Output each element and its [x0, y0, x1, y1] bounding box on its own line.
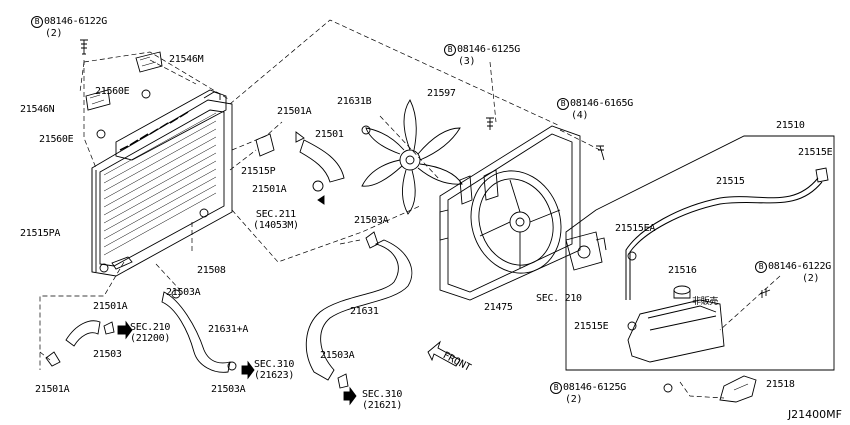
part-21503: 21503 [93, 349, 122, 360]
part-21515EA: 21515EA [615, 223, 656, 234]
leader-lines [39, 19, 781, 399]
part-21631A: 21631+A [208, 324, 249, 335]
bolt-qty-4: (2) [802, 273, 820, 284]
part-21501A-left: 21501A [93, 301, 128, 312]
sec-211-line2: (14053M) [253, 220, 299, 231]
upper-mount-brackets [80, 39, 163, 139]
bolt-symbol: B [755, 261, 767, 273]
sec-210a-line2: (21200) [130, 333, 171, 344]
sec-310b-line2: (21621) [362, 400, 403, 411]
fan-shroud [439, 125, 607, 301]
shroud-bolts [486, 117, 605, 161]
diagram-id: J21400MF [787, 408, 842, 421]
part-21560E-top: 21560E [95, 86, 130, 97]
bolt-symbol: B [557, 98, 569, 110]
part-21518: 21518 [766, 379, 795, 390]
part-21516: 21516 [668, 265, 697, 276]
part-21510: 21510 [776, 120, 805, 131]
bolt-code: 08146-6125G [457, 44, 520, 55]
bolt-code: 08146-6165G [570, 98, 633, 109]
sec-210-ref-a: SEC.210 (21200) [130, 322, 170, 344]
bolt-qty-2: (3) [458, 56, 476, 67]
bolt-symbol: B [550, 382, 562, 394]
bolt-qty-3: (4) [571, 110, 589, 121]
sec-211-line1: SEC.211 [255, 209, 296, 220]
sec-310-ref-b: SEC.310 (21621) [362, 389, 402, 411]
sec-310b-line1: SEC.310 [362, 389, 403, 400]
bolt-qty-5: (2) [565, 394, 583, 405]
sec-211-ref: SEC.211 (14053M) [253, 209, 299, 231]
part-21515E-top: 21515E [798, 147, 833, 158]
part-21503A-low: 21503A [320, 350, 355, 361]
part-21503A-mid: 21503A [166, 287, 201, 298]
radiator [91, 89, 233, 277]
sec-210a-line1: SEC.210 [130, 322, 171, 333]
part-21503A-top: 21503A [354, 215, 389, 226]
part-21515: 21515 [716, 176, 745, 187]
sec-310a-line2: (21623) [254, 370, 295, 381]
part-21501A-top: 21501A [277, 106, 312, 117]
part-21546M: 21546M [169, 54, 204, 65]
section-arrows [117, 195, 357, 406]
part-21597: 21597 [427, 88, 456, 99]
not-sold-note: 非販売 [692, 297, 719, 307]
part-21501A-mid: 21501A [252, 184, 287, 195]
hoses [45, 131, 413, 389]
bolt-code: 08146-6122G [768, 261, 831, 272]
part-21508: 21508 [197, 265, 226, 276]
part-21515PA: 21515PA [20, 228, 61, 239]
front-arrow [427, 340, 461, 367]
reservoir-frame [565, 135, 835, 403]
bolt-code: 08146-6122G [44, 16, 107, 27]
bolt-code: 08146-6125G [563, 382, 626, 393]
part-21560E-left: 21560E [39, 134, 74, 145]
sec-210-ref-b: SEC. 210 [536, 293, 582, 304]
part-21546N: 21546N [20, 104, 55, 115]
bolt-symbol: B [31, 16, 43, 28]
part-21515E-left: 21515E [574, 321, 609, 332]
part-21501: 21501 [315, 129, 344, 140]
part-21501A-bot: 21501A [35, 384, 70, 395]
part-21631: 21631 [350, 306, 379, 317]
part-21515P: 21515P [241, 166, 276, 177]
part-21475: 21475 [484, 302, 513, 313]
cooling-fan [361, 99, 463, 215]
bolt-symbol: B [444, 44, 456, 56]
sec-310-ref-a: SEC.310 (21623) [254, 359, 294, 381]
part-21503A-bot: 21503A [211, 384, 246, 395]
bolt-qty-1: (2) [45, 28, 63, 39]
part-21631B: 21631B [337, 96, 372, 107]
sec-310a-line1: SEC.310 [254, 359, 295, 370]
